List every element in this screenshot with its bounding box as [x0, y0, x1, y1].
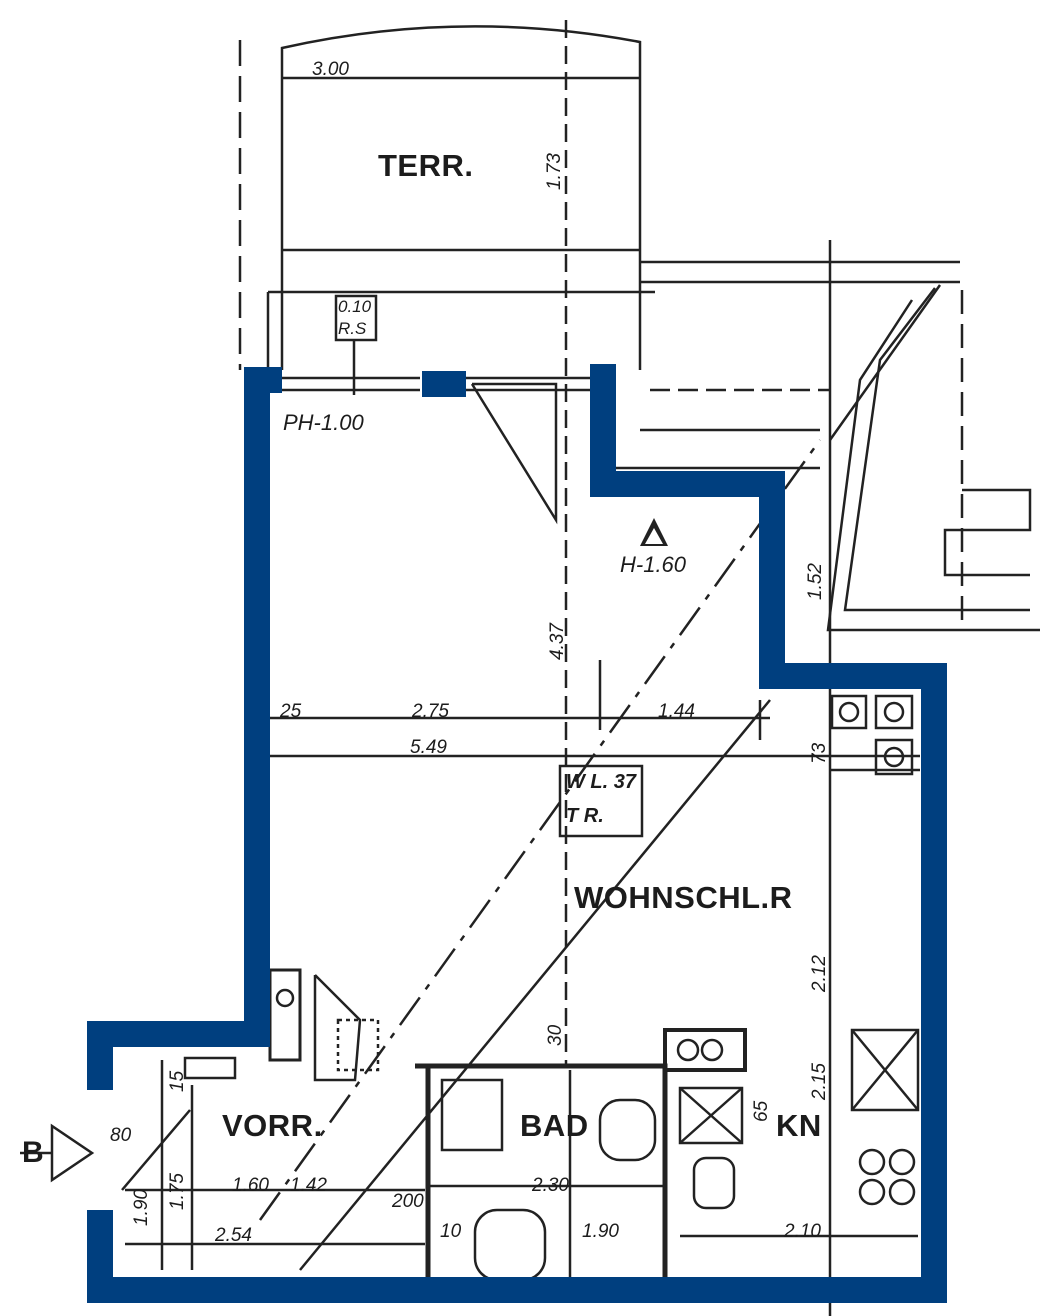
hall-fixture [275, 988, 295, 1008]
outline-main [87, 364, 947, 1303]
window-code-2: T R. [566, 805, 604, 827]
hall-cabinet [268, 968, 302, 1062]
kitchen-fridge [678, 1086, 744, 1145]
hall-fixture-2 [336, 1018, 380, 1072]
kitchen-sink [692, 1156, 736, 1210]
dim-height-215: 2.15 [809, 1063, 830, 1100]
dim-small-80: 80 [110, 1125, 132, 1146]
dim-door-65: 65 [751, 1100, 772, 1122]
dim-275: 2.75 [412, 701, 449, 722]
dim-144: 1.44 [658, 701, 695, 722]
window-code-box [558, 764, 644, 838]
washbasin [473, 1208, 547, 1282]
roof-overhang [843, 287, 1030, 612]
terrace-outline [280, 25, 642, 370]
outline-left [87, 367, 282, 1090]
hall-door-swing [313, 974, 362, 1082]
socket-dot-3 [883, 746, 905, 768]
hall-diagonal [121, 1109, 191, 1191]
kitchen-knob-1 [676, 1038, 700, 1062]
kitchen-box [663, 1028, 747, 1072]
dim-25: 25 [280, 701, 302, 722]
stove-burner-3 [858, 1178, 886, 1206]
dim-hall-190: 1.90 [131, 1189, 152, 1226]
room-label-terrace: TERR. [378, 148, 474, 183]
dim-terrace-width: 3.00 [312, 59, 349, 80]
roof-overhang-inner [826, 299, 1040, 632]
diagonal-dashed [258, 439, 822, 1221]
entry-label: B [22, 1136, 45, 1169]
stove-burner-1 [858, 1148, 886, 1176]
dim-height-73: 73 [809, 742, 830, 764]
hall-shelf [183, 1056, 237, 1080]
box-label-bottom: R.S [338, 319, 367, 338]
room-label-bathroom: BAD [520, 1108, 589, 1143]
dim-bath-190: 1.90 [582, 1221, 619, 1242]
height-marker-inner [645, 528, 663, 544]
bathtub [440, 1078, 504, 1152]
dim-height-437: 4.37 [547, 623, 568, 660]
dim-hall-142: 1.42 [290, 1175, 327, 1196]
stove-burner-4 [888, 1178, 916, 1206]
dim-hall-175: 1.75 [167, 1173, 188, 1210]
box-label-top: 0.10 [338, 297, 372, 316]
socket-dot-2 [883, 701, 905, 723]
stove-burner-2 [888, 1148, 916, 1176]
roof-diagonal [828, 284, 942, 441]
height-label: H-1.60 [620, 552, 687, 577]
dim-height-152: 1.52 [805, 563, 826, 600]
dim-kitchen-210: 2.10 [784, 1221, 821, 1242]
right-steps [943, 488, 1032, 577]
box-marker [334, 294, 378, 342]
dim-small-15: 15 [167, 1070, 188, 1092]
dim-door-200: 200 [392, 1191, 424, 1212]
fridge-x-2 [679, 1087, 743, 1144]
dim-hall-254: 2.54 [215, 1225, 252, 1246]
socket-1 [830, 694, 868, 730]
socket-3 [874, 738, 914, 776]
room-label-kitchenette: KN [776, 1108, 822, 1143]
stove-box [850, 1028, 920, 1112]
socket-dot-1 [838, 701, 860, 723]
stove-x-2 [851, 1029, 919, 1111]
room-label-hallway: VORR. [222, 1108, 323, 1143]
kitchen-knob-2 [700, 1038, 724, 1062]
room-label-living: WOHNSCHL.R [574, 880, 793, 915]
parapet-label: PH-1.00 [283, 410, 364, 435]
dim-overall-width: 5.49 [410, 737, 447, 758]
entry-arrow [50, 1123, 95, 1183]
window-code-1: W L. 37 [566, 771, 637, 793]
dim-terrace-depth: 1.73 [544, 153, 565, 190]
toilet-tank [598, 1098, 657, 1162]
dim-door-30: 30 [545, 1024, 566, 1046]
sketch-lines [20, 20, 1040, 1316]
window-triangle [470, 382, 558, 525]
dim-height-212: 2.12 [809, 955, 830, 992]
dim-bath-230: 2.30 [532, 1175, 569, 1196]
dim-door-10: 10 [440, 1221, 462, 1242]
apartment-outline [87, 364, 947, 1303]
diagonal-solid [299, 699, 771, 1271]
dim-hall-160: 1.60 [232, 1175, 269, 1196]
socket-2 [874, 694, 914, 730]
